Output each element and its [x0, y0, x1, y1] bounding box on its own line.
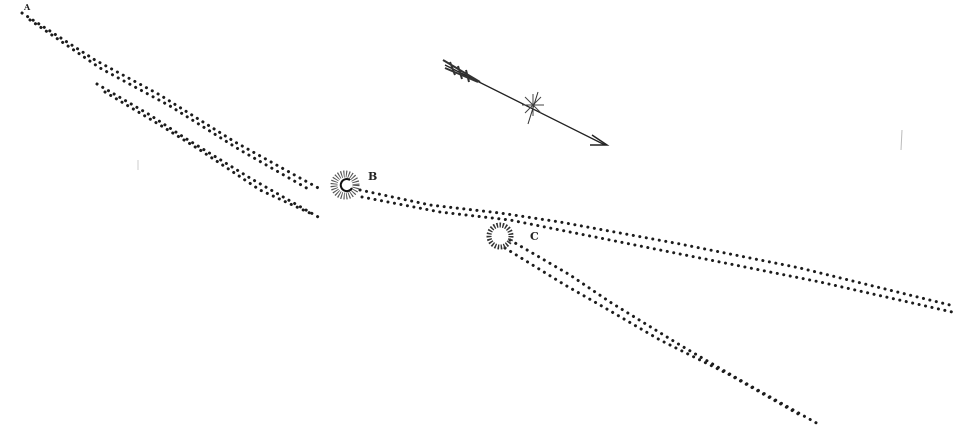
star-icon: [522, 94, 544, 116]
label-a: A: [24, 2, 31, 12]
track-c-southeast: [503, 238, 822, 427]
stray-mark: [900, 129, 903, 151]
track-b-east: [358, 188, 954, 314]
label-b: B: [368, 170, 378, 183]
feather-icon: [442, 59, 481, 83]
label-c: C: [530, 230, 539, 243]
site-b-scribble: [330, 170, 360, 200]
track-a-to-b: [20, 11, 324, 220]
site-c-scribble: [486, 222, 514, 250]
direction-arrow: [442, 59, 610, 146]
arrowhead-icon: [590, 134, 610, 146]
